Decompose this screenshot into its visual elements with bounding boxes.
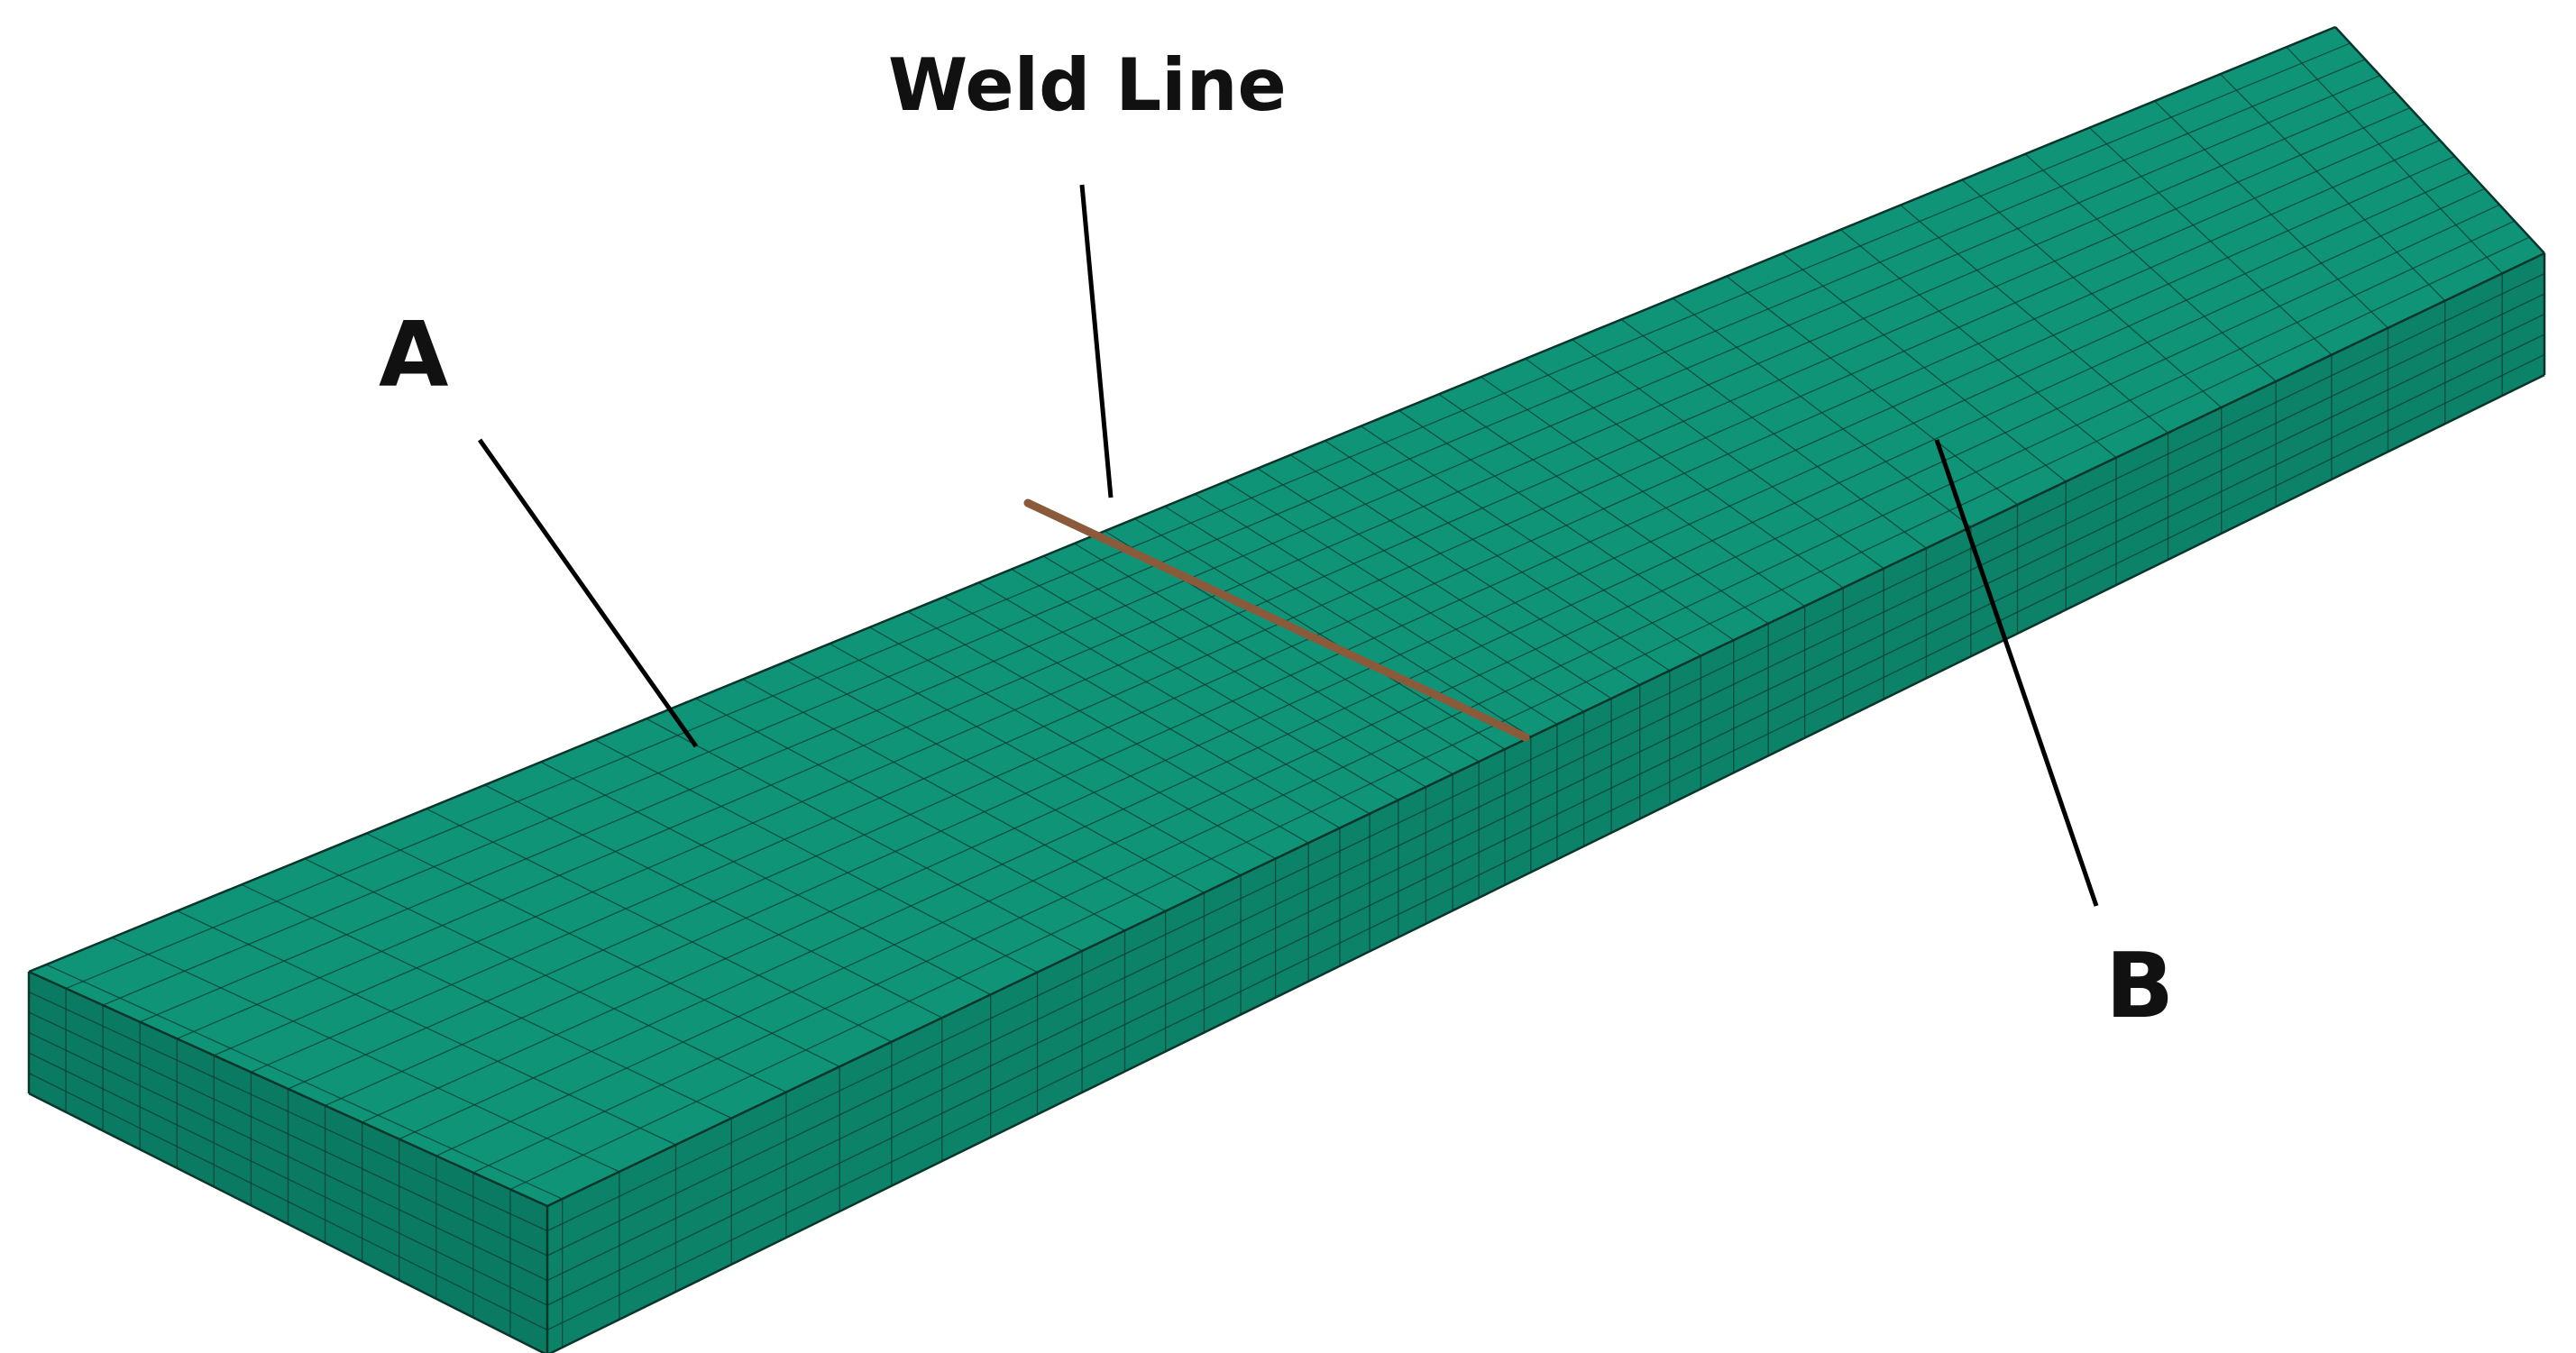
mesh-line xyxy=(177,91,2396,1039)
plate-edges xyxy=(27,25,2546,1353)
plate-edge xyxy=(546,251,2545,1208)
weld-line-seam xyxy=(1023,498,1530,742)
mesh-line xyxy=(546,293,2545,1257)
mesh-line xyxy=(546,334,2545,1306)
weld-line-leader xyxy=(1079,184,1114,498)
plate-edge xyxy=(28,1092,546,1353)
mesh-line xyxy=(399,187,2485,1140)
plate-edge xyxy=(28,25,2336,974)
mesh-line xyxy=(65,42,2351,990)
mesh-line xyxy=(472,220,2516,1174)
mesh-line xyxy=(546,313,2545,1282)
part-b-label: B xyxy=(2105,933,2174,1038)
plate-edge xyxy=(548,373,2545,1353)
plate-edge xyxy=(2334,26,2545,254)
mesh-line xyxy=(251,123,2425,1074)
mesh-line xyxy=(509,236,2530,1191)
mesh-line xyxy=(28,1052,548,1306)
part-b-leader xyxy=(1934,439,2099,907)
part-a-label: A xyxy=(379,302,448,407)
mesh-line xyxy=(214,107,2411,1056)
mesh-line xyxy=(435,204,2500,1156)
meshed-plate xyxy=(27,25,2546,1353)
mesh-line xyxy=(28,991,548,1232)
mesh-line xyxy=(28,1011,548,1257)
mesh-line xyxy=(288,139,2441,1090)
mesh-grid-lines xyxy=(28,26,2545,1353)
part-a-leader xyxy=(477,438,699,748)
weld-line-label: Weld Line xyxy=(888,43,1287,127)
mesh-line xyxy=(102,59,2366,1006)
mesh-line xyxy=(546,272,2545,1232)
mesh-line xyxy=(28,1031,548,1282)
mesh-line xyxy=(139,75,2380,1023)
mesh-line xyxy=(28,1072,548,1331)
mesh-line xyxy=(362,171,2471,1123)
mesh-line xyxy=(325,155,2455,1107)
mesh-line xyxy=(546,353,2545,1331)
plate-edge xyxy=(28,970,548,1208)
plate-front-face xyxy=(547,253,2544,1353)
